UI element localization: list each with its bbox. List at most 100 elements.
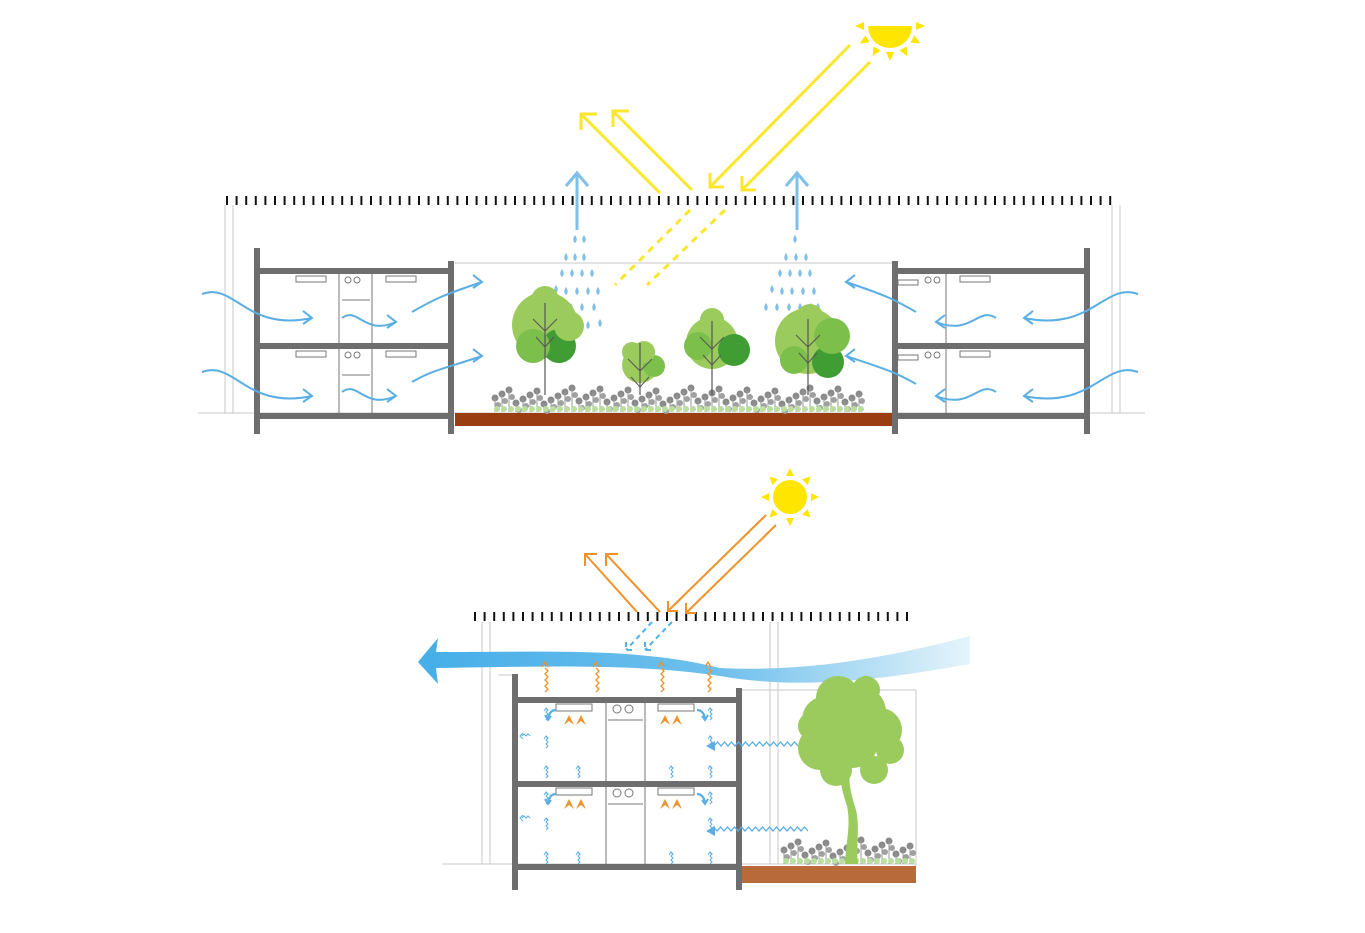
wind-arrow-head bbox=[934, 314, 946, 329]
louver-slat bbox=[589, 612, 592, 621]
sun-ray bbox=[886, 52, 894, 61]
grass bbox=[578, 406, 584, 412]
cool-air-rise bbox=[709, 707, 713, 721]
shrub-leaf bbox=[824, 401, 830, 407]
louver-slat bbox=[1013, 196, 1016, 205]
grass bbox=[725, 406, 731, 412]
rain-drop bbox=[770, 285, 774, 293]
louver-slat bbox=[781, 612, 784, 621]
louver-slat bbox=[965, 196, 968, 205]
louver-slat bbox=[821, 196, 824, 205]
louver-slat bbox=[1051, 196, 1054, 205]
louver-slat bbox=[974, 196, 977, 205]
shrub-leaf bbox=[586, 401, 592, 407]
grass bbox=[858, 406, 864, 412]
louver-slat bbox=[752, 612, 755, 621]
cool-air-rise bbox=[545, 817, 549, 831]
grass bbox=[760, 406, 766, 412]
shrub-leaf bbox=[826, 847, 832, 853]
shrub-leaf bbox=[593, 397, 599, 403]
louver-slat bbox=[907, 196, 910, 205]
louver-slat bbox=[867, 612, 870, 621]
louver-slat bbox=[754, 196, 756, 205]
cool-air-wave bbox=[713, 741, 799, 747]
grass bbox=[697, 406, 703, 412]
shrub-leaf bbox=[677, 400, 683, 406]
cool-air-head bbox=[706, 741, 715, 751]
top-diagram bbox=[198, 22, 1145, 434]
tree-branch bbox=[535, 336, 555, 348]
louver-slat bbox=[293, 196, 296, 205]
rain-drop bbox=[582, 235, 586, 243]
shrub-leaf bbox=[740, 398, 746, 404]
shrub-leaf bbox=[831, 397, 837, 403]
louver-slat bbox=[341, 196, 344, 205]
grass bbox=[641, 406, 647, 412]
louver-slat bbox=[704, 612, 707, 621]
louver-slat bbox=[658, 196, 660, 205]
louver-slat bbox=[1022, 196, 1025, 205]
rain-drop bbox=[575, 287, 579, 295]
rain-drop bbox=[598, 319, 602, 327]
louver-slat bbox=[370, 196, 372, 205]
louver-slat bbox=[715, 196, 718, 205]
cool-air-curve-head bbox=[544, 714, 552, 722]
grass bbox=[802, 406, 808, 412]
grass bbox=[839, 858, 845, 864]
louver-slat bbox=[1070, 196, 1073, 205]
cool-air-rise bbox=[670, 851, 674, 865]
cool-air-rise bbox=[709, 817, 713, 831]
tree-crown bbox=[718, 334, 750, 366]
cool-air-rise bbox=[545, 735, 549, 749]
grass bbox=[522, 406, 528, 412]
louver-slat bbox=[869, 196, 872, 205]
louver-slat bbox=[619, 196, 622, 205]
cool-air-rise-head bbox=[707, 735, 713, 740]
sun-ray bbox=[916, 22, 925, 30]
building-right-details bbox=[897, 274, 991, 413]
louver-slat bbox=[350, 196, 353, 205]
cool-air-rise bbox=[709, 851, 713, 865]
building-left-details bbox=[295, 274, 417, 413]
building-details bbox=[555, 703, 695, 864]
rain-drop bbox=[808, 269, 812, 277]
shrub-leaf bbox=[859, 398, 865, 404]
louver-slat bbox=[235, 196, 238, 205]
wind-arrow-head bbox=[844, 348, 856, 363]
louver-slat bbox=[302, 196, 305, 205]
cool-air-curve-head bbox=[701, 798, 709, 806]
wind-arrows bbox=[201, 274, 1139, 403]
louver-slat bbox=[896, 612, 899, 621]
rain-drop bbox=[775, 303, 779, 311]
grass bbox=[718, 406, 724, 412]
wind-arrow bbox=[411, 355, 483, 383]
shrub-leaf bbox=[910, 850, 916, 856]
tree-branch bbox=[630, 376, 650, 388]
transmitted-rays bbox=[625, 621, 673, 651]
cool-air-rise-head bbox=[707, 765, 713, 770]
tree-crown bbox=[876, 736, 904, 764]
grass bbox=[837, 406, 843, 412]
cool-air-rise-head bbox=[707, 791, 713, 796]
rain-drop bbox=[573, 253, 577, 261]
wind-arrow-head bbox=[386, 314, 398, 329]
louver-slat bbox=[570, 612, 572, 621]
louver-slat bbox=[666, 612, 668, 621]
heat-squiggle bbox=[595, 667, 600, 693]
shrub-leaf bbox=[628, 394, 634, 400]
grass bbox=[753, 406, 759, 412]
cool-air-rise-head bbox=[543, 765, 549, 770]
heat-release bbox=[541, 660, 712, 693]
louver-slat bbox=[878, 196, 881, 205]
cool-air-rise bbox=[670, 765, 674, 779]
louver-slat bbox=[792, 196, 795, 205]
wind-arrow-head bbox=[302, 388, 314, 403]
louver-slat bbox=[254, 196, 257, 205]
shrubs bbox=[491, 384, 865, 414]
grass bbox=[874, 858, 880, 864]
wind-arrow bbox=[201, 291, 313, 322]
sun-icon bbox=[855, 22, 925, 61]
reflected-rays bbox=[579, 109, 694, 195]
louver-slat bbox=[773, 196, 776, 205]
louver-slat bbox=[725, 196, 728, 205]
